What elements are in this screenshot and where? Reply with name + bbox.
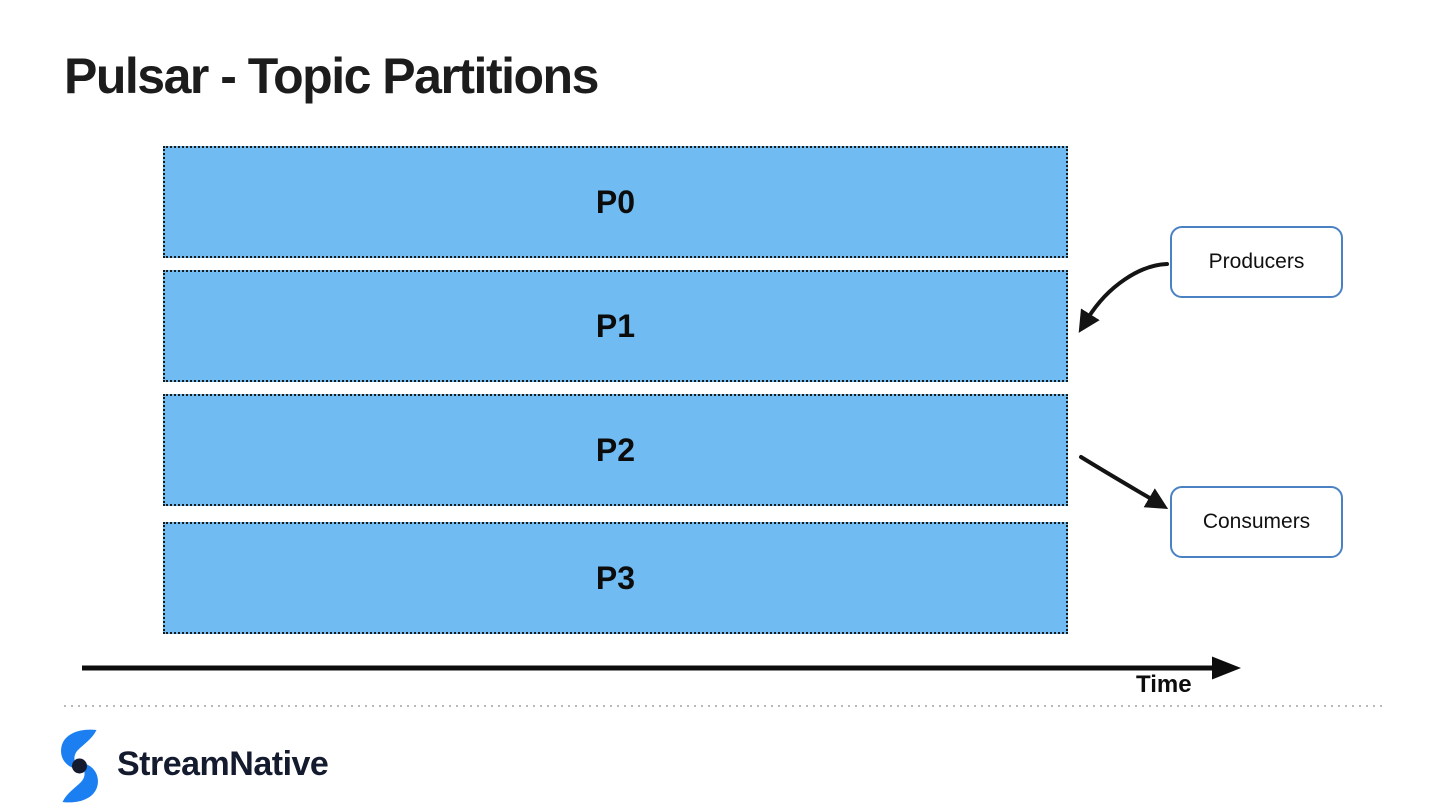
producers-label: Producers <box>1208 250 1305 273</box>
page-title: Pulsar - Topic Partitions <box>64 48 599 104</box>
partition-p2-label: P2 <box>595 431 636 468</box>
producers-box: Producers <box>1170 226 1343 298</box>
streamnative-brand: StreamNative <box>59 729 329 803</box>
time-axis-label: Time <box>1136 671 1192 698</box>
partition-p1: P1 <box>163 270 1068 382</box>
consumers-box: Consumers <box>1170 486 1343 558</box>
consumers-arrow-icon <box>1079 455 1169 509</box>
time-axis-icon <box>82 656 1241 680</box>
brand-name: StreamNative <box>117 745 329 783</box>
footer-divider <box>64 705 1383 707</box>
partition-p3-label: P3 <box>595 559 636 596</box>
partition-p1-label: P1 <box>595 307 636 344</box>
partition-p2: P2 <box>163 394 1068 506</box>
consumers-label: Consumers <box>1202 510 1311 533</box>
producers-arrow-icon <box>1078 262 1169 333</box>
streamnative-logo-icon <box>61 729 98 803</box>
partition-p0-label: P0 <box>595 183 636 220</box>
partition-p3: P3 <box>163 522 1068 634</box>
partition-p0: P0 <box>163 146 1068 258</box>
